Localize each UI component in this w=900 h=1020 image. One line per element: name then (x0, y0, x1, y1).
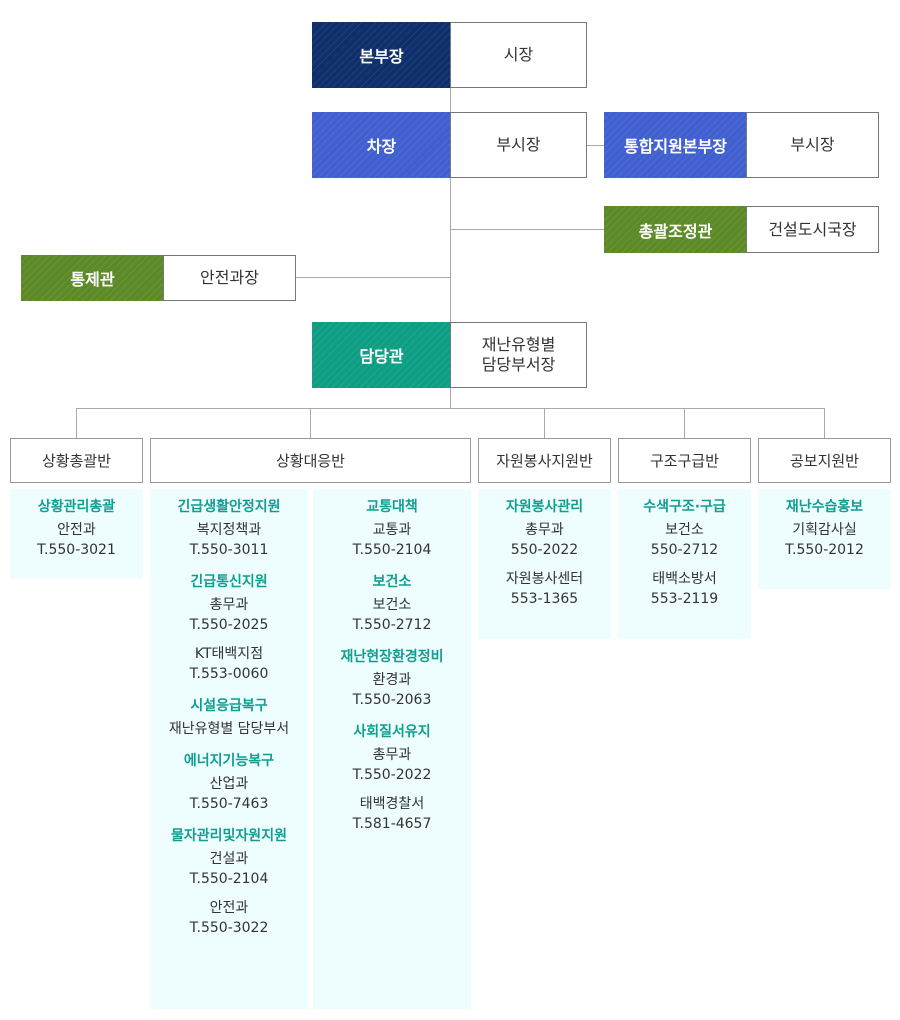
unit-phone: T.550-2025 (189, 617, 269, 633)
unit-department: 산업과 (209, 776, 249, 792)
unit-title: 에너지기능복구 (183, 753, 275, 769)
unit-title: 물자관리및자원지원 (171, 828, 287, 844)
team-header-rescue: 구조구급반 (618, 438, 751, 483)
unit-phone: T.550-3021 (37, 542, 116, 558)
unit-department: 보건소 (372, 597, 412, 613)
connector-controller (296, 277, 450, 278)
unit-title: 자원봉사관리 (505, 499, 584, 515)
unit-title: 재난수습홍보 (785, 499, 864, 515)
unit-extra-department: KT태백지점 (194, 646, 264, 662)
unit-department: 재난유형별 담당부서 (168, 721, 290, 737)
unit-extra-phone: 553-2119 (650, 591, 719, 607)
unit-department: 총무과 (209, 597, 249, 613)
unit-title: 교통대책 (366, 499, 418, 515)
unit-extra-phone: T.581-4657 (352, 816, 432, 832)
unit-department: 건설과 (209, 851, 249, 867)
controller-role: 통제관 (21, 255, 164, 301)
unit-title: 긴급통신지원 (190, 574, 268, 590)
connector-trunk (450, 88, 451, 408)
unit-title: 재난현장환경정비 (340, 649, 444, 665)
unit-extra-phone: 553-1365 (510, 591, 579, 607)
unit-department: 총무과 (525, 522, 564, 538)
connector-team-1 (76, 408, 77, 438)
unit-extra-phone: T.550-3022 (189, 920, 269, 936)
connector-team-4 (684, 408, 685, 438)
unit-department: 교통과 (372, 522, 412, 538)
unit-phone: T.550-7463 (189, 796, 269, 812)
connector-team-2 (310, 408, 311, 438)
connector-integrated (587, 145, 604, 146)
head-role: 본부장 (312, 22, 451, 88)
unit-title: 긴급생활안정지원 (177, 499, 281, 515)
connector-team-3 (544, 408, 545, 438)
unit-phone: T.550-2012 (785, 542, 864, 558)
head-person: 시장 (450, 22, 587, 88)
deputy-person: 부시장 (450, 112, 587, 178)
unit-extra-phone: T.553-0060 (189, 666, 269, 682)
officer-person-line2: 담당부서장 (481, 355, 556, 374)
unit-title: 보건소 (372, 574, 412, 590)
unit-extra-department: 자원봉사센터 (505, 571, 584, 587)
coordinator-role: 총괄조정관 (604, 206, 747, 253)
team-header-situation-control: 상황총괄반 (10, 438, 143, 483)
integrated-role: 통합지원본부장 (604, 112, 747, 178)
connector-teams (76, 408, 824, 409)
unit-department: 안전과 (57, 522, 96, 538)
unit-phone: T.550-2063 (352, 692, 432, 708)
unit-title: 사회질서유지 (353, 724, 431, 740)
unit-department: 총무과 (372, 747, 412, 763)
unit-phone: T.550-2104 (352, 542, 432, 558)
unit-department: 보건소 (665, 522, 704, 538)
unit-phone: T.550-3011 (189, 542, 269, 558)
unit-phone: T.550-2022 (352, 767, 432, 783)
coordinator-person: 건설도시국장 (746, 206, 879, 253)
connector-coordinator (450, 229, 604, 230)
unit-extra-department: 안전과 (209, 900, 249, 916)
unit-title: 상황관리총괄 (37, 499, 116, 515)
unit-phone: T.550-2104 (189, 871, 269, 887)
unit-phone: 550-2712 (650, 542, 719, 558)
integrated-person: 부시장 (746, 112, 879, 178)
connector-team-5 (824, 408, 825, 438)
team-header-pr: 공보지원반 (758, 438, 891, 483)
team-header-volunteer: 자원봉사지원반 (478, 438, 611, 483)
officer-person-line1: 재난유형별 (481, 335, 556, 354)
unit-phone: 550-2022 (510, 542, 579, 558)
unit-department: 기획감사실 (792, 522, 857, 538)
unit-department: 환경과 (372, 672, 412, 688)
unit-phone: T.550-2712 (352, 617, 432, 633)
unit-extra-department: 태백경찰서 (359, 796, 425, 812)
deputy-role: 차장 (312, 112, 451, 178)
team-header-situation-response: 상황대응반 (150, 438, 471, 483)
officer-person: 재난유형별 담당부서장 (450, 322, 587, 388)
controller-person: 안전과장 (163, 255, 296, 301)
unit-extra-department: 태백소방서 (652, 571, 717, 587)
unit-title: 시설응급복구 (190, 698, 268, 714)
unit-department: 복지정책과 (196, 522, 262, 538)
officer-role: 담당관 (312, 322, 451, 388)
unit-title: 수색구조·구급 (643, 499, 726, 515)
